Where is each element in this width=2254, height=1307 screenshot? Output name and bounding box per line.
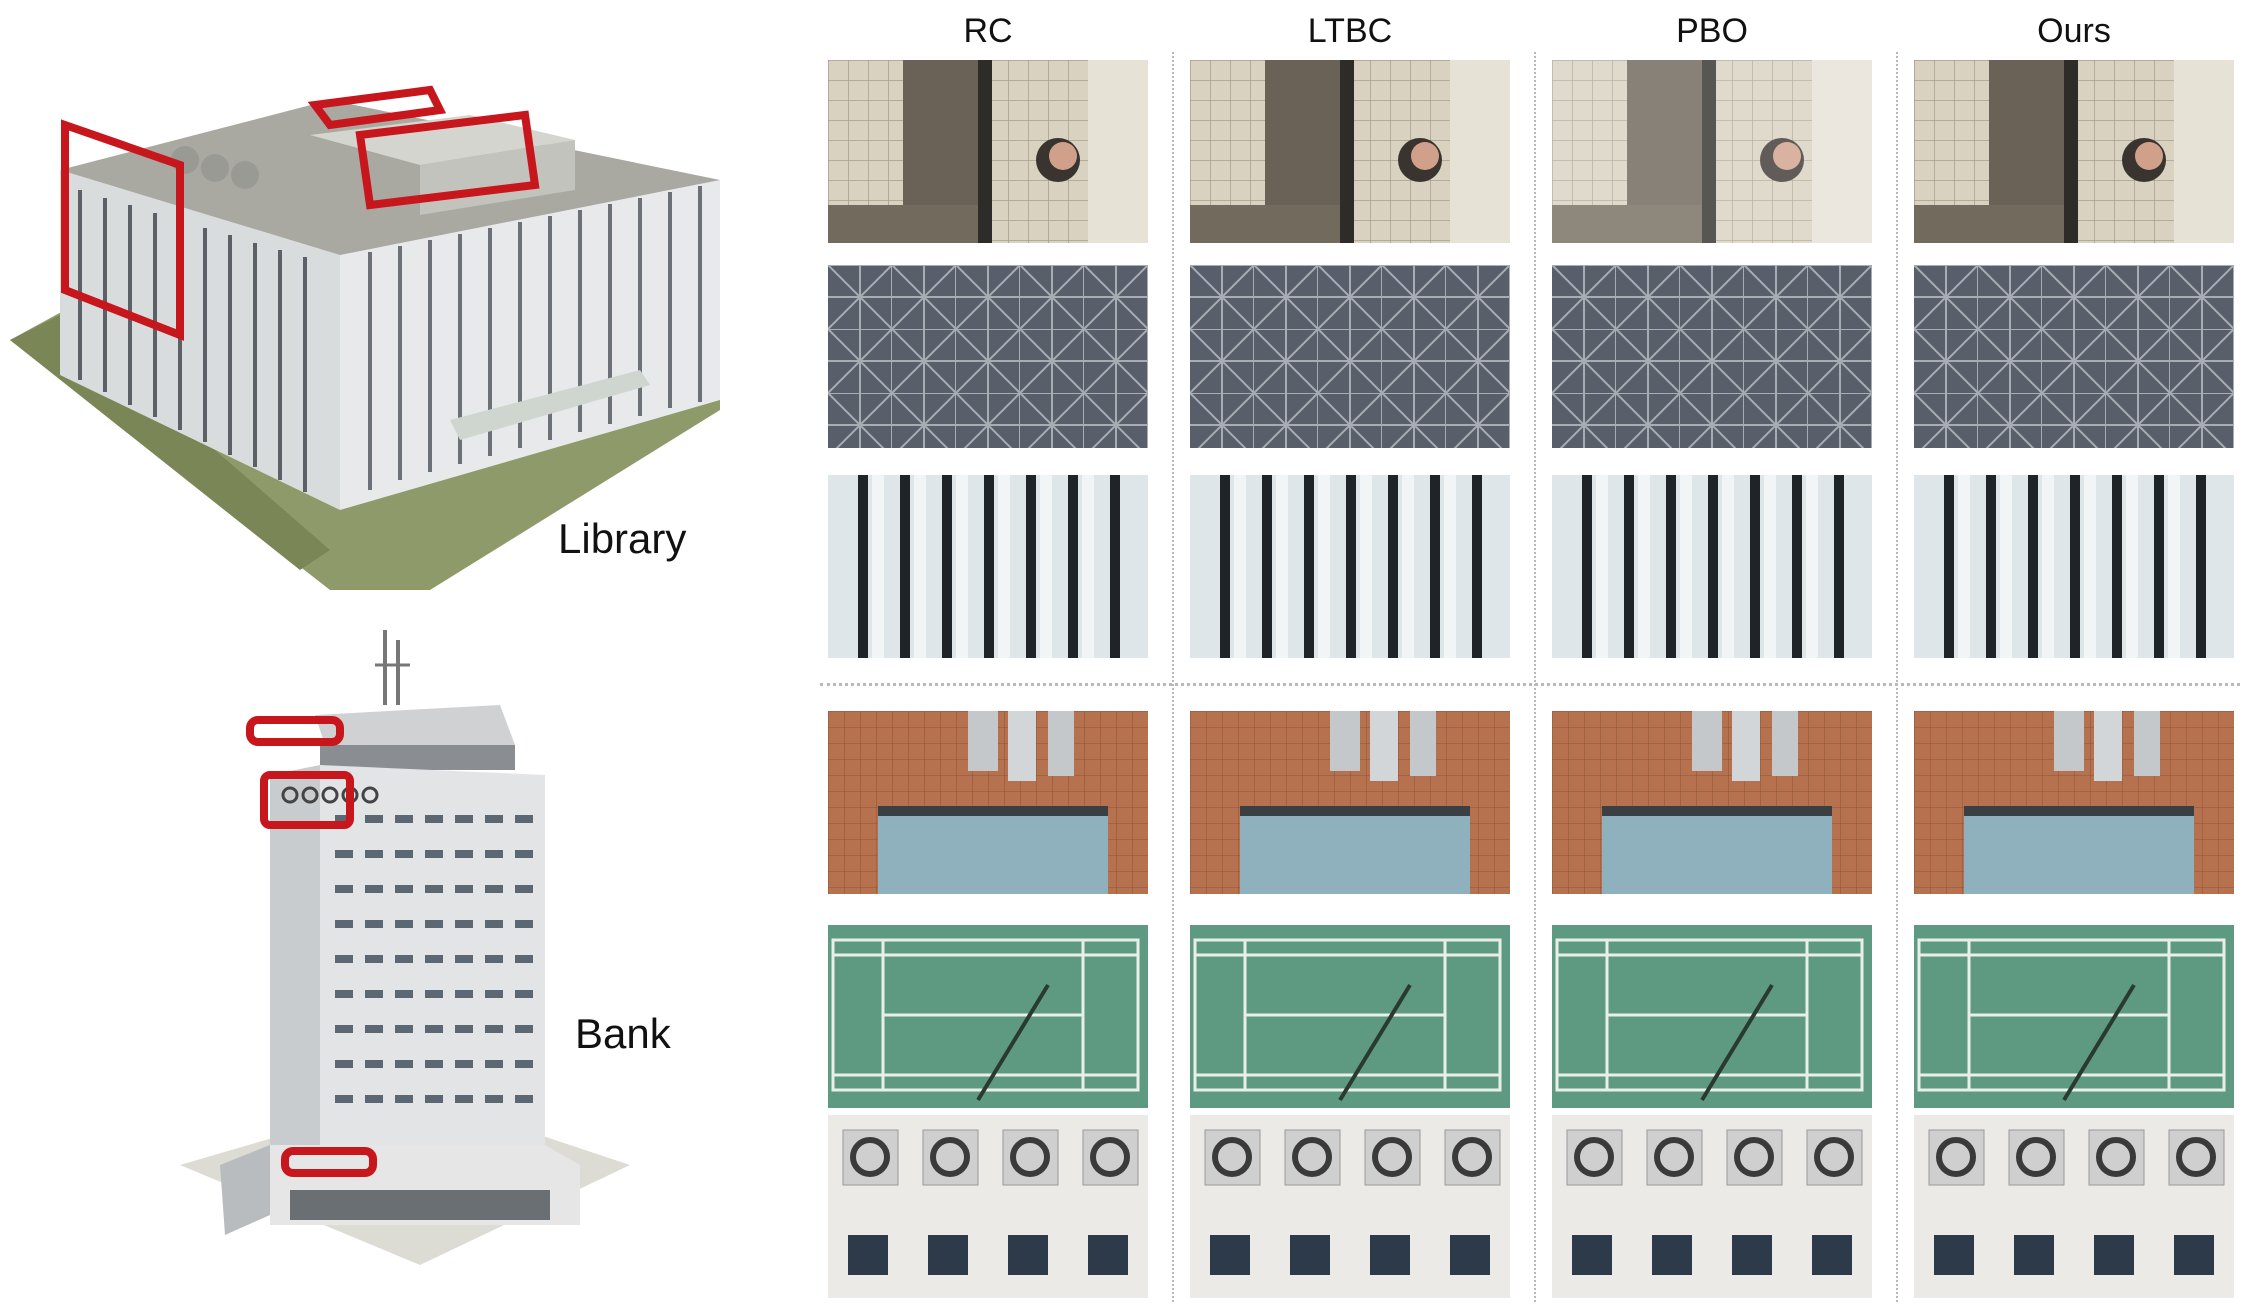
facade-stripes-icon [1190, 475, 1510, 658]
column-header-ours: Ours [2037, 12, 2111, 50]
round-windows-icon [1552, 1115, 1872, 1298]
bank-label: Bank [575, 1010, 671, 1057]
glass-roof-pattern-icon [828, 265, 1148, 448]
tile-ltbc-row1 [1190, 60, 1510, 243]
glass-roof-pattern-icon [1190, 265, 1510, 448]
tile-rc-row3 [828, 475, 1148, 658]
tile-rc-row6 [828, 1115, 1148, 1298]
glass-roof-pattern-icon [1914, 265, 2234, 448]
column-separator [1896, 52, 1898, 1302]
tile-pbo-row2 [1552, 265, 1872, 448]
rooftop-tiles-icon [1914, 60, 2234, 243]
tile-ltbc-row4 [1190, 711, 1510, 894]
sports-court-icon [1190, 925, 1510, 1108]
tile-ours-row4 [1914, 711, 2234, 894]
tile-ours-row3 [1914, 475, 2234, 658]
tile-rc-row1 [828, 60, 1148, 243]
tile-ours-row1 [1914, 60, 2234, 243]
round-windows-icon [828, 1115, 1148, 1298]
column-header-rc: RC [963, 12, 1013, 50]
glass-roof-pattern-icon [1552, 265, 1872, 448]
tile-pbo-row6 [1552, 1115, 1872, 1298]
sports-court-icon [1552, 925, 1872, 1108]
bank-model-image [170, 625, 640, 1305]
sports-court-icon [828, 925, 1148, 1108]
rooftop-tiles-icon [1552, 60, 1872, 243]
tile-ours-row2 [1914, 265, 2234, 448]
tile-rc-row4 [828, 711, 1148, 894]
tile-ours-row6 [1914, 1115, 2234, 1298]
tile-pbo-row3 [1552, 475, 1872, 658]
tile-ltbc-row3 [1190, 475, 1510, 658]
tile-ltbc-row2 [1190, 265, 1510, 448]
tile-ltbc-row5 [1190, 925, 1510, 1108]
tile-pbo-row1 [1552, 60, 1872, 243]
rooftop-ducts-icon [1552, 711, 1872, 894]
library-model-image [0, 80, 740, 600]
rooftop-ducts-icon [1190, 711, 1510, 894]
column-header-pbo: PBO [1676, 12, 1748, 50]
tile-rc-row5 [828, 925, 1148, 1108]
column-separator [1172, 52, 1174, 1302]
column-separator [1534, 52, 1536, 1302]
tile-rc-row2 [828, 265, 1148, 448]
rooftop-tiles-icon [1190, 60, 1510, 243]
tile-pbo-row5 [1552, 925, 1872, 1108]
facade-stripes-icon [828, 475, 1148, 658]
rooftop-tiles-icon [828, 60, 1148, 243]
sports-court-icon [1914, 925, 2234, 1108]
round-windows-icon [1190, 1115, 1510, 1298]
rooftop-ducts-icon [828, 711, 1148, 894]
facade-stripes-icon [1914, 475, 2234, 658]
rooftop-ducts-icon [1914, 711, 2234, 894]
tile-ours-row5 [1914, 925, 2234, 1108]
tile-pbo-row4 [1552, 711, 1872, 894]
facade-stripes-icon [1552, 475, 1872, 658]
group-separator [820, 683, 2240, 686]
round-windows-icon [1914, 1115, 2234, 1298]
library-label: Library [558, 515, 687, 562]
column-header-ltbc: LTBC [1307, 12, 1393, 50]
tile-ltbc-row6 [1190, 1115, 1510, 1298]
